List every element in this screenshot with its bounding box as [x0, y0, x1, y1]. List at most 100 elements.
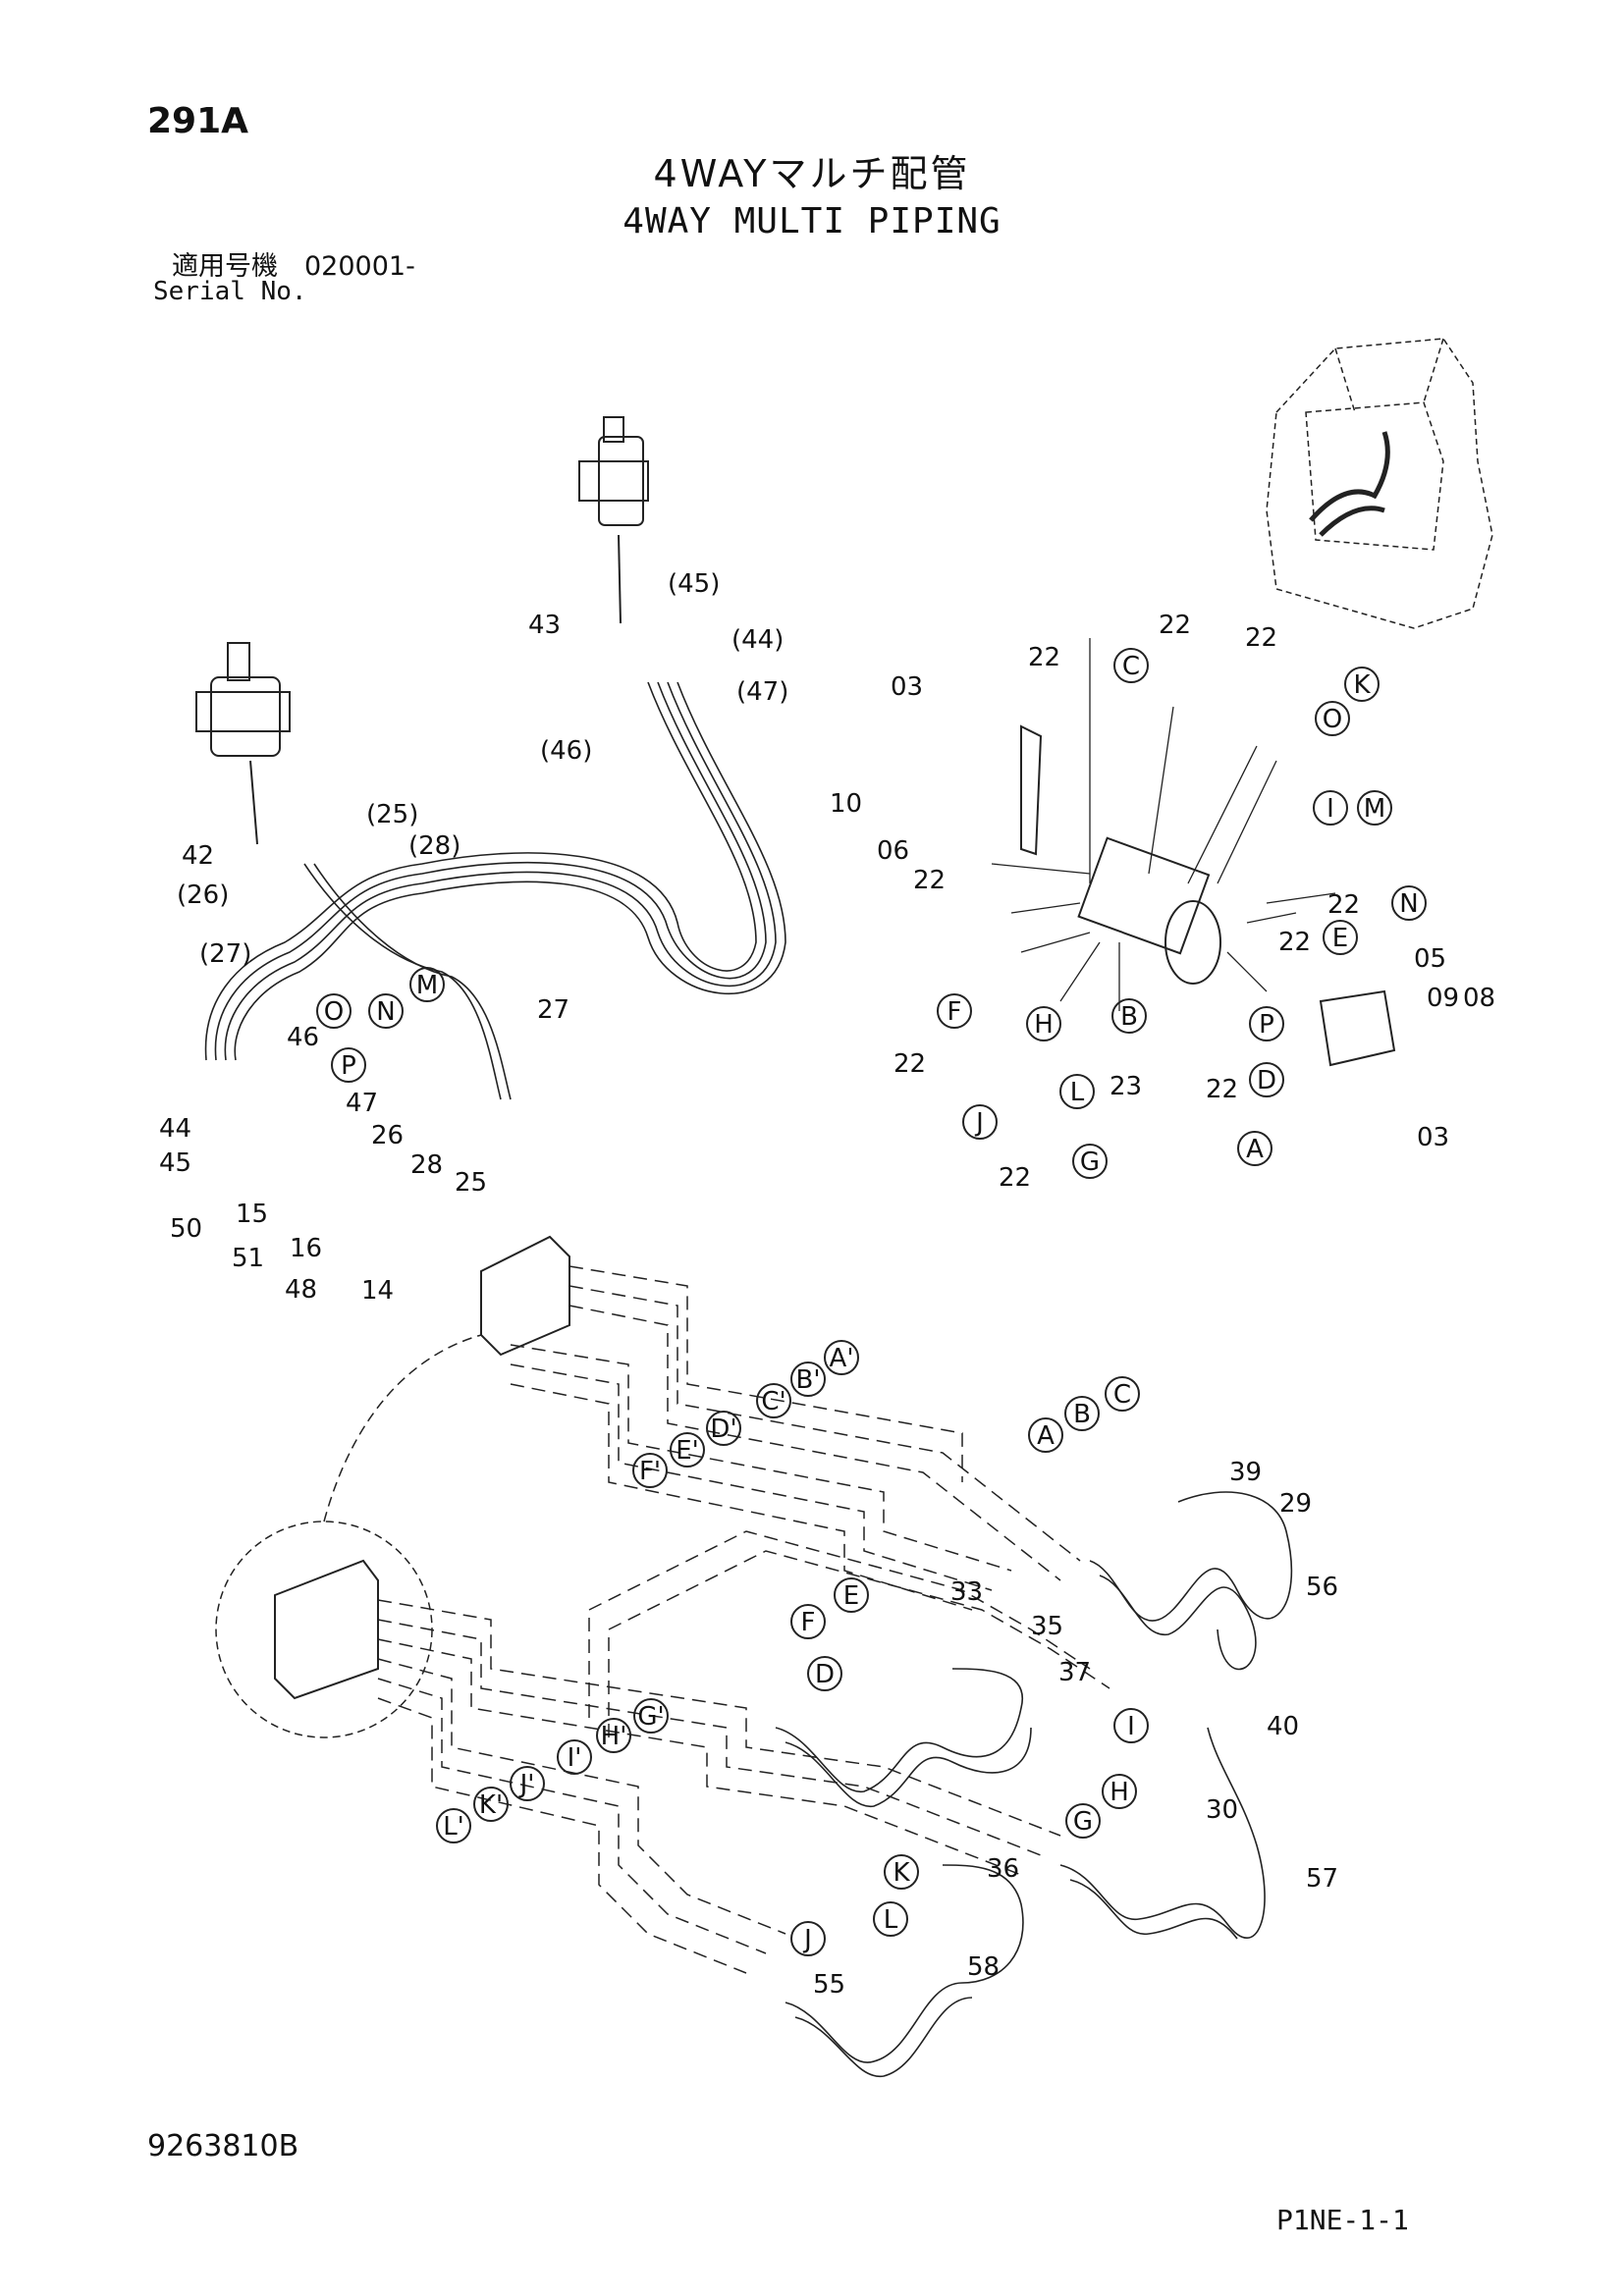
- letter-callout-icon: O: [316, 993, 352, 1029]
- letter-callout: L: [1070, 1078, 1085, 1107]
- callout-number: 56: [1306, 1573, 1338, 1602]
- letter-callout: M: [1364, 794, 1385, 824]
- callout-number: 27: [537, 995, 569, 1025]
- letter-callout-icon: I: [1313, 790, 1348, 826]
- letter-callout: C: [1113, 1380, 1131, 1410]
- letter-callout-icon: B: [1064, 1396, 1100, 1431]
- serial-label-japanese: 適用号機 020001-: [172, 251, 415, 282]
- letter-callout-icon: K': [473, 1787, 509, 1822]
- letter-callout-icon: N: [1391, 885, 1427, 921]
- letter-callout: K': [479, 1790, 503, 1820]
- letter-callout-icon: C': [756, 1383, 791, 1418]
- callout-number: 48: [285, 1275, 317, 1305]
- letter-callout-icon: F: [790, 1604, 826, 1639]
- letter-callout-icon: L: [873, 1901, 908, 1937]
- callout-number: 03: [1417, 1123, 1449, 1152]
- letter-callout-icon: H: [1102, 1774, 1137, 1809]
- letter-callout: D: [1257, 1066, 1276, 1095]
- dashed-routing-lines: [377, 1265, 1110, 1974]
- letter-callout: F': [639, 1457, 661, 1486]
- serial-label-english: Serial No.: [153, 277, 307, 306]
- letter-callout-icon: H': [596, 1718, 631, 1753]
- callout-number: (47): [736, 677, 788, 707]
- hose-bundle-upper: [204, 681, 786, 1100]
- callout-number: 22: [1028, 643, 1060, 672]
- letter-callout-icon: E': [670, 1432, 705, 1468]
- letter-callout: K: [893, 1858, 910, 1888]
- letter-callout: L': [443, 1812, 464, 1842]
- control-valve: [1020, 724, 1396, 1067]
- letter-callout-icon: C: [1113, 648, 1149, 683]
- left-motor: [195, 642, 291, 845]
- letter-callout-icon: I': [557, 1739, 592, 1775]
- letter-callout: A': [830, 1344, 854, 1373]
- letter-callout-icon: J: [962, 1104, 998, 1140]
- callout-number: (28): [408, 831, 460, 861]
- letter-callout: E: [843, 1581, 859, 1611]
- diagram-title-english: 4WAY MULTI PIPING: [623, 201, 1001, 241]
- callout-number: 22: [1245, 623, 1277, 653]
- callout-number: 39: [1229, 1458, 1262, 1487]
- callout-number: 36: [987, 1854, 1019, 1884]
- callout-number: 15: [236, 1200, 268, 1229]
- machine-piping-highlight: [1309, 431, 1390, 537]
- letter-callout: E': [676, 1436, 699, 1466]
- callout-number: (44): [731, 625, 784, 655]
- letter-callout-icon: I: [1113, 1708, 1149, 1743]
- letter-callout-icon: J': [510, 1766, 545, 1801]
- callout-number: 44: [159, 1114, 191, 1144]
- callout-number: (26): [177, 881, 229, 910]
- letter-callout: N: [1399, 889, 1418, 919]
- callout-number: 47: [346, 1089, 378, 1118]
- callout-number: 43: [528, 611, 561, 640]
- letter-callout: I: [1127, 1712, 1135, 1741]
- valve-leader-lines: [991, 638, 1336, 1011]
- sheet-reference: P1NE-1-1: [1276, 2204, 1409, 2236]
- letter-callout: D: [815, 1660, 835, 1689]
- letter-callout: G: [1080, 1148, 1100, 1177]
- letter-callout: F: [801, 1608, 816, 1637]
- letter-callout: G': [637, 1702, 664, 1732]
- letter-callout-icon: L: [1059, 1074, 1095, 1109]
- letter-callout-icon: G': [633, 1698, 669, 1734]
- letter-callout: B': [796, 1365, 821, 1395]
- letter-callout: B: [1120, 1002, 1138, 1032]
- callout-number: 35: [1031, 1612, 1063, 1641]
- letter-callout: I: [1326, 794, 1334, 824]
- letter-callout-icon: G: [1072, 1144, 1108, 1179]
- letter-callout: B: [1073, 1400, 1091, 1429]
- letter-callout: P: [1259, 1010, 1274, 1040]
- callout-number: 33: [950, 1577, 983, 1607]
- callout-number: 51: [232, 1244, 264, 1273]
- callout-number: 58: [967, 1952, 1000, 1982]
- callout-number: 22: [1278, 928, 1311, 957]
- letter-callout-icon: O: [1315, 701, 1350, 736]
- callout-number: (45): [668, 569, 720, 599]
- letter-callout-icon: H: [1026, 1006, 1061, 1041]
- letter-callout: J': [518, 1770, 535, 1799]
- letter-callout: J: [802, 1925, 812, 1954]
- callout-number: 29: [1279, 1489, 1312, 1519]
- letter-callout-icon: P: [331, 1047, 366, 1083]
- letter-callout-icon: F': [632, 1453, 668, 1488]
- letter-callout-icon: G: [1065, 1803, 1101, 1839]
- callout-number: 22: [1159, 611, 1191, 640]
- letter-callout-icon: D': [706, 1411, 741, 1446]
- letter-callout: H: [1110, 1778, 1129, 1807]
- letter-callout-icon: L': [436, 1808, 471, 1843]
- letter-callouts: O N M P C K O I M N E F H B P D J L G A …: [316, 648, 1427, 1956]
- letter-callout: A: [1037, 1421, 1055, 1451]
- callout-number: 10: [830, 789, 862, 819]
- letter-callout-icon: K: [884, 1854, 919, 1890]
- letter-callout: O: [1323, 705, 1342, 734]
- callout-number: 03: [891, 672, 923, 702]
- letter-callout: G: [1073, 1807, 1093, 1837]
- letter-callout: P: [341, 1051, 356, 1081]
- callout-number: 26: [371, 1121, 404, 1150]
- letter-callout-icon: A': [824, 1340, 859, 1375]
- letter-callout-icon: N: [368, 993, 404, 1029]
- callout-number: 06: [877, 836, 909, 866]
- callout-number: (27): [199, 939, 251, 969]
- mounting-bracket-top: [480, 1235, 570, 1357]
- letter-callout-icon: P: [1249, 1006, 1284, 1041]
